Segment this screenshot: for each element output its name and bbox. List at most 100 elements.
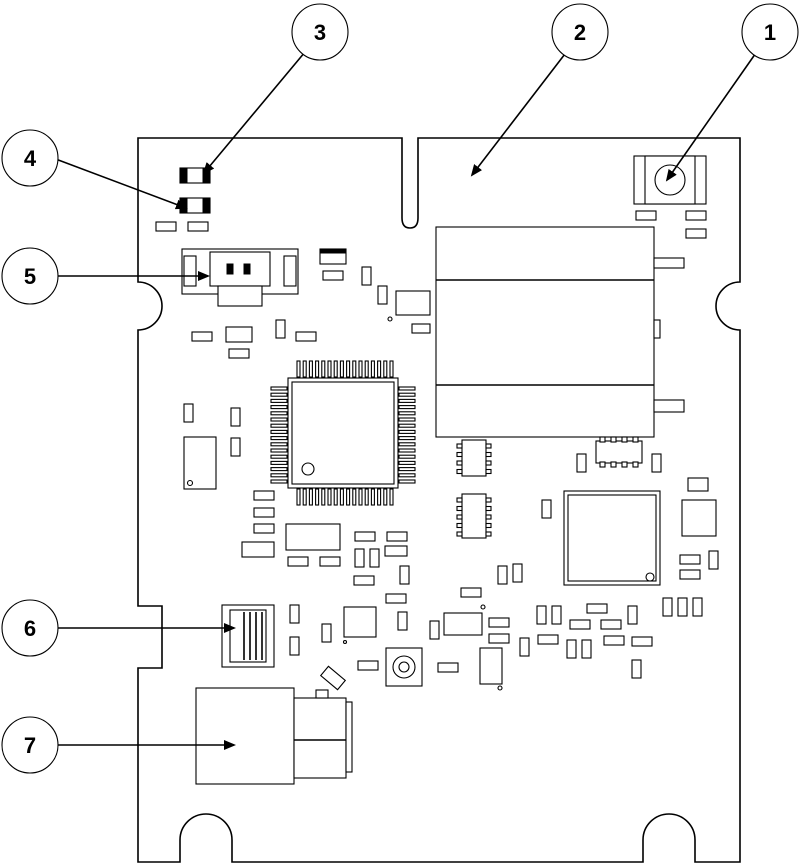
board-outline [137,137,741,863]
callout-5-label: 5 [24,264,36,289]
qfp-pin [315,488,320,506]
qfp-pin [389,488,394,506]
qfp-pin [398,386,416,391]
callout-2-label: 2 [574,20,586,45]
qfp-pin [308,488,313,506]
soic-pin [456,505,463,512]
qfp-pin [270,405,288,410]
qfp-pin [321,360,326,378]
lower-components [319,587,653,691]
qfp-pin [270,454,288,459]
qfp-pin [398,398,416,403]
qfp-pin [398,417,416,422]
soic-pin [485,460,492,466]
soic-pin [485,468,492,475]
qfp-pin [358,488,363,506]
qfp-pin [398,454,416,459]
qfp-pin [383,488,388,506]
qfp-pin [270,467,288,472]
qfp-pin [398,423,416,428]
qfp-pin [270,429,288,434]
radio-module [497,477,719,617]
soic-pin [485,497,492,503]
qfp-pin [398,436,416,441]
soic-pin [599,436,606,443]
qfp-pin [370,488,375,506]
soic-pin [621,461,628,468]
soic-pin [610,436,617,443]
soic-pin [485,522,492,529]
qfp-pin [346,488,351,506]
qfp-pin [377,360,382,378]
qfp-pin [270,411,288,416]
qfp-pin [270,398,288,403]
qfp-pin [270,417,288,422]
power-connector [181,248,299,307]
qfp-pin [302,488,307,506]
soic-pin [456,451,463,458]
qfp-pin [333,488,338,506]
callout-1: 1 [741,3,799,61]
soic-pin [485,514,492,520]
qfp-pin [339,488,344,506]
qfp-pin [270,392,288,397]
qfp-pin [270,448,288,453]
qfp-pin [333,360,338,378]
qfp-pin [398,405,416,410]
qfp-pin [346,360,351,378]
qfp-pin [321,488,326,506]
callout-3: 3 [291,3,349,61]
qfp-pin [296,360,301,378]
callout-6: 6 [1,599,59,657]
soic-pin [632,436,639,443]
qfp-pin [398,429,416,434]
qfp-pin [327,360,332,378]
qfp-pin [296,488,301,506]
qfp-pin [270,442,288,447]
soic-pin [610,461,617,468]
callout-4-label: 4 [24,146,37,171]
qfp-pin [270,479,288,484]
qfp-pin [398,448,416,453]
soic-pin [599,461,606,468]
qfp-pin [352,360,357,378]
qfp-pin [270,386,288,391]
soic-pin [456,468,463,475]
soic-pin [485,451,492,458]
soic-pin [456,443,463,449]
passive-components [183,248,431,604]
soic-pin [456,497,463,503]
qfp-pin [327,488,332,506]
soic-pin [485,443,492,449]
smd-diode [155,197,211,232]
signal-connector [221,604,300,668]
soic-pin [632,461,639,468]
callout-6-label: 6 [24,616,36,641]
callout-3-label: 3 [314,20,326,45]
soic-pin [456,522,463,529]
callout-1-label: 1 [764,20,776,45]
qfp-pin [270,436,288,441]
soic-pin [485,531,492,537]
qfp-pin [270,423,288,428]
qfp-pin [398,442,416,447]
callout-2: 2 [551,3,609,61]
qfp-pin [270,473,288,478]
qfp-pin [383,360,388,378]
qfp-pin [398,460,416,465]
qfp-pin [308,360,313,378]
qfp-pin [352,488,357,506]
qfp-pin [398,467,416,472]
soic-pin [456,460,463,466]
callout-5: 5 [1,247,59,305]
microcontroller-qfp [270,360,416,506]
qfp-pin [398,411,416,416]
qfp-pin [364,360,369,378]
qfp-pin [302,360,307,378]
qfp-pin [358,360,363,378]
qfp-pin [398,473,416,478]
soic-pin [621,436,628,443]
soic-pin [456,514,463,520]
qfp-pin [270,460,288,465]
